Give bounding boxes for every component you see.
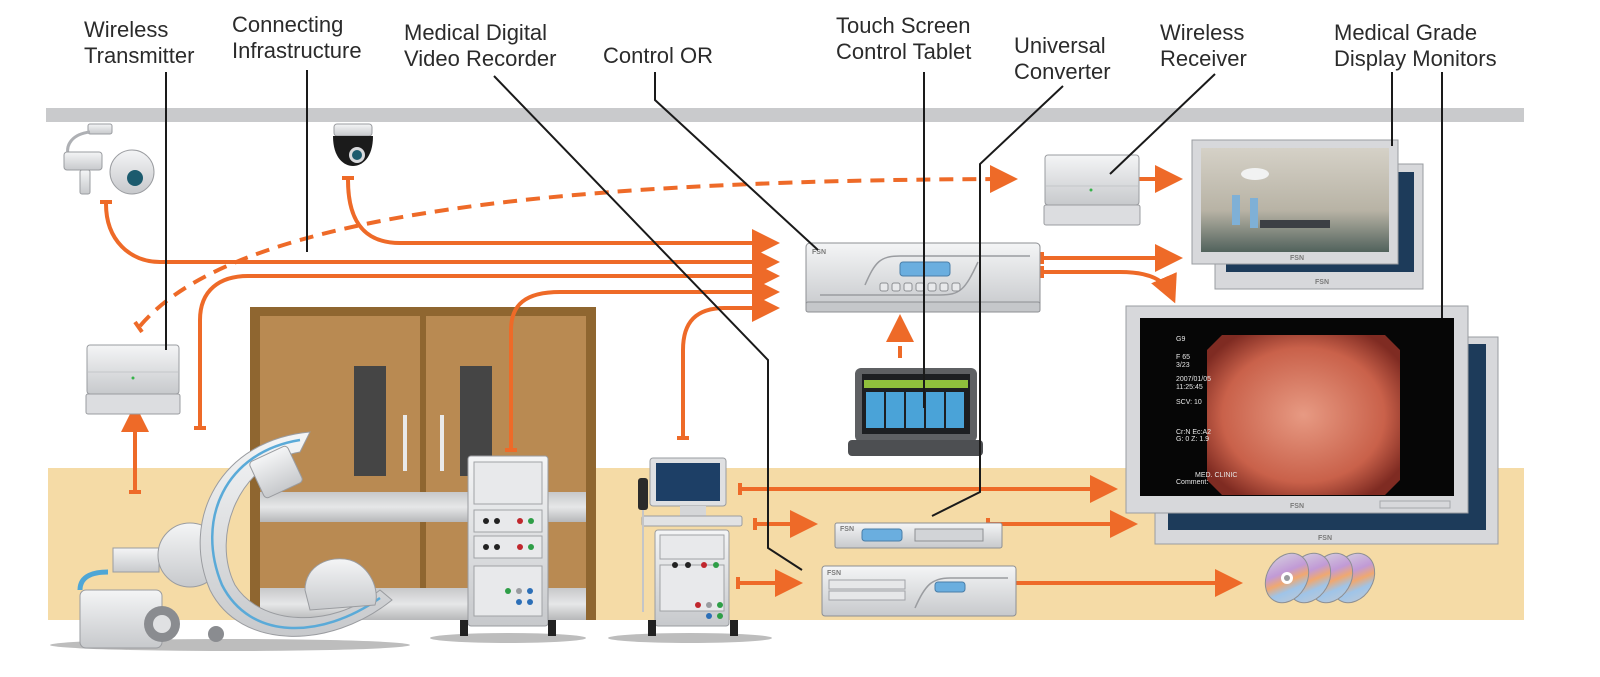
brand-mark: FSN <box>1315 279 1329 286</box>
leader-control-or <box>654 72 819 251</box>
display-monitor-small-front: FSN <box>1191 139 1399 265</box>
dvd-discs <box>1264 552 1376 604</box>
label-line: Medical Grade <box>1334 20 1478 45</box>
label-medical-digital-video-recorder: Medical Digital Video Recorder <box>404 20 556 72</box>
overlay-line: G: 0 Z: 1.9 <box>1176 436 1209 443</box>
signal-path <box>104 203 780 276</box>
signal-path <box>509 278 780 450</box>
wireless-transmitter-device <box>85 344 181 415</box>
display-monitor-large-front: G9 F 65 3/23 2007/01/05 11:25:45 SCV: 10… <box>1125 305 1469 514</box>
c-arm-xray-machine <box>50 431 410 651</box>
label-wireless-receiver: Wireless Receiver <box>1160 20 1247 72</box>
label-line: Connecting <box>232 12 344 37</box>
label-line: Converter <box>1014 59 1111 84</box>
overlay-line: 3/23 <box>1176 362 1190 369</box>
brand-mark: FSN <box>827 570 841 577</box>
brand-mark: FSN <box>812 249 826 256</box>
touch-screen-control-tablet-device <box>848 368 983 456</box>
brand-mark: FSN <box>840 526 854 533</box>
label-line: Infrastructure <box>232 38 362 63</box>
medical-video-recorder-device: FSN <box>821 565 1017 617</box>
label-touch-screen-control-tablet: Touch Screen Control Tablet <box>836 13 971 65</box>
overlay-line: 2007/01/05 <box>1176 376 1211 383</box>
endoscopy-tower-cart <box>430 455 586 643</box>
label-line: Wireless <box>1160 20 1245 45</box>
overlay-line: SCV: 10 <box>1176 399 1202 406</box>
brand-mark: FSN <box>1318 535 1332 542</box>
signal-path <box>681 294 780 438</box>
label-line: Control Tablet <box>836 39 972 64</box>
label-line: Universal <box>1014 33 1106 58</box>
boom-camera <box>63 123 155 195</box>
leader-universal-converter <box>931 85 1064 517</box>
label-control-or: Control OR <box>603 43 713 69</box>
label-line: Control OR <box>603 43 714 68</box>
overlay-line: 11:25:45 <box>1176 384 1203 391</box>
signal-path <box>1042 270 1177 304</box>
ultrasound-cart <box>608 457 772 643</box>
wireless-signal-path <box>138 165 1018 328</box>
overlay-line: Cr:N Ec:A2 <box>1176 429 1211 436</box>
overlay-line: Comment: <box>1176 479 1208 486</box>
label-universal-converter: Universal Converter <box>1014 33 1111 85</box>
label-connecting-infrastructure: Connecting Infrastructure <box>232 12 362 64</box>
overlay-line: G9 <box>1176 336 1185 343</box>
overlay-line: F 65 <box>1176 354 1190 361</box>
endoscopy-image <box>1207 335 1400 495</box>
dome-camera <box>333 123 373 166</box>
universal-converter-device: FSN <box>834 522 1003 549</box>
label-line: Transmitter <box>84 43 195 68</box>
endoscopy-overlay: G9 F 65 3/23 2007/01/05 11:25:45 SCV: 10… <box>1176 336 1237 486</box>
overlay-line: MED. CLINIC <box>1195 472 1237 479</box>
label-medical-grade-display-monitors: Medical Grade Display Monitors <box>1334 20 1497 72</box>
leader-wireless-receiver <box>1109 73 1216 175</box>
brand-mark: FSN <box>1290 503 1304 510</box>
brand-mark: FSN <box>1290 255 1304 262</box>
signal-paths <box>100 165 1243 597</box>
leader-lines <box>165 70 1443 571</box>
ceiling-rail <box>46 108 1524 122</box>
label-line: Medical Digital <box>404 20 548 45</box>
label-line: Touch Screen <box>836 13 971 38</box>
leader-video-recorder <box>493 75 803 571</box>
label-wireless-transmitter: Wireless Transmitter <box>84 17 194 69</box>
label-line: Receiver <box>1160 46 1247 71</box>
signal-path <box>198 262 780 428</box>
signal-path <box>346 179 780 257</box>
label-line: Wireless <box>84 17 169 42</box>
signal-path-cap <box>133 320 144 334</box>
label-line: Display Monitors <box>1334 46 1497 71</box>
label-line: Video Recorder <box>404 46 557 71</box>
wireless-receiver-device <box>1043 154 1141 226</box>
